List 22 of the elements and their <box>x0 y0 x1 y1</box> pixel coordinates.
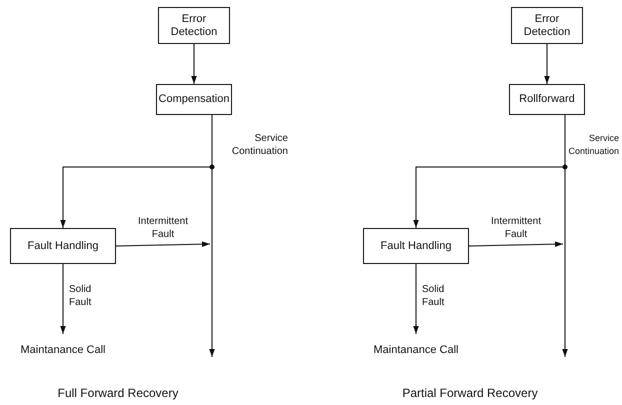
process-box: Rollforward <box>509 84 585 115</box>
edge-label: Intermittent Fault <box>490 215 542 241</box>
arrow <box>116 241 210 247</box>
process-box: Fault Handling <box>10 228 116 264</box>
process-box: Compensation <box>156 84 232 115</box>
process-box: Error Detection <box>158 7 230 44</box>
node-text: Maintanance Call <box>20 344 106 356</box>
process-box: Error Detection <box>511 7 583 44</box>
caption: Partial Forward Recovery <box>401 387 539 400</box>
arrow <box>191 44 197 84</box>
arrow <box>468 241 564 247</box>
edge-label: Solid Fault <box>422 283 446 309</box>
arrow <box>60 264 66 334</box>
edge-label: Service Continuation <box>567 132 619 158</box>
arrow <box>544 44 550 84</box>
process-box: Fault Handling <box>363 228 469 264</box>
edge-label: Solid Fault <box>69 283 92 309</box>
edge-label: Intermittent Fault <box>136 215 190 241</box>
edge-label: Service Continuation <box>230 132 288 158</box>
node-text: Maintanance Call <box>374 344 458 356</box>
arrow <box>413 264 419 334</box>
caption: Full Forward Recovery <box>56 387 180 400</box>
